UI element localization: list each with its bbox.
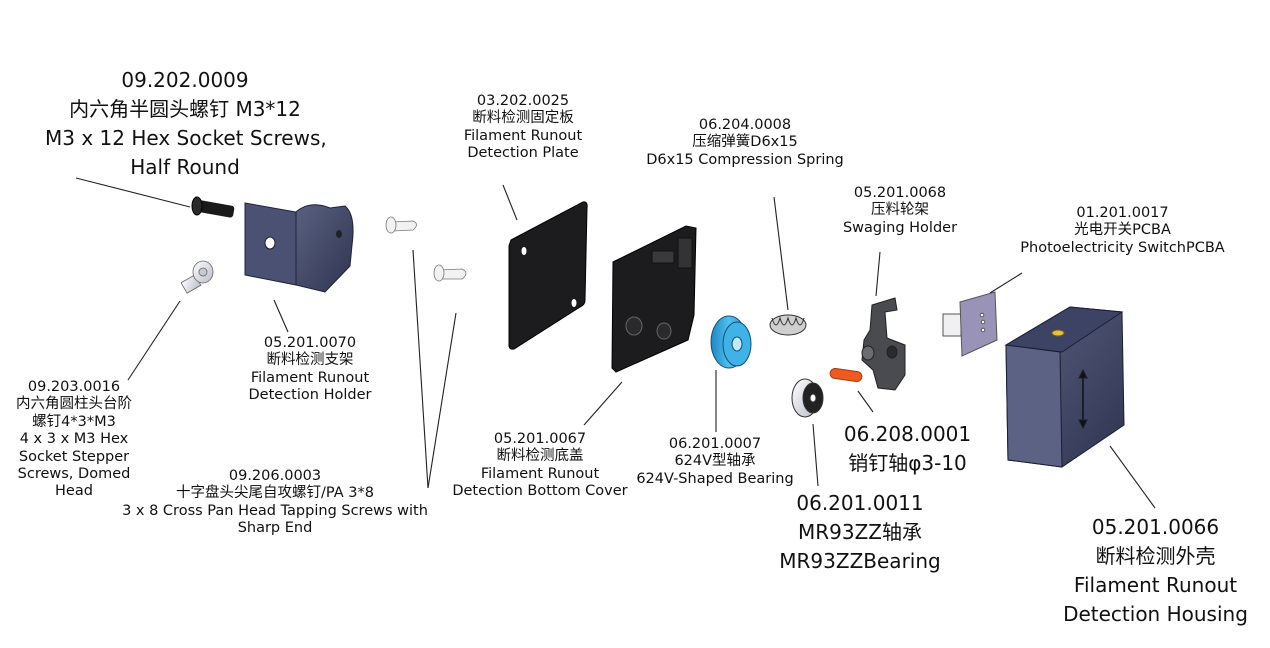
part-code: 06.201.0007 <box>668 436 762 452</box>
leader-pcba <box>989 272 1023 294</box>
label-housing: 05.201.0066 断料检测外壳 Filament Runout Detec… <box>1058 513 1253 629</box>
label-pin: 06.208.0001 销钉轴φ3-10 <box>830 420 985 478</box>
part-code: 06.201.0011 <box>796 491 924 515</box>
leader-pin <box>857 390 874 413</box>
part-name-en: Sharp End <box>237 520 313 537</box>
part-code: 06.204.0008 <box>698 117 792 133</box>
part-name-cn: 螺钉4*3*M3 <box>32 413 116 430</box>
leader-holder <box>273 299 289 333</box>
swaging-holder-part <box>861 297 906 391</box>
plate-part <box>508 201 588 350</box>
part-name-cn: 624V型轴承 <box>674 453 756 470</box>
part-name-cn: MR93ZZ轴承 <box>797 520 922 544</box>
pin-part <box>829 367 863 383</box>
label-mr93zz: 06.201.0011 MR93ZZ轴承 MR93ZZBearing <box>775 489 945 576</box>
mr93zz-part <box>791 378 824 418</box>
part-name-en: M3 x 12 Hex Socket Screws, <box>45 126 327 150</box>
pcba-part <box>942 291 998 357</box>
part-name-en: 624V-Shaped Bearing <box>636 470 794 487</box>
part-name-en: 3 x 8 Cross Pan Head Tapping Screws with <box>122 502 428 519</box>
holder-part <box>244 202 354 293</box>
part-name-cn: 断料检测外壳 <box>1095 544 1216 568</box>
leader-housing <box>1109 445 1156 509</box>
part-code: 09.206.0003 <box>228 468 322 484</box>
part-name-en: Filament Runout <box>250 369 370 386</box>
part-name-en: Swaging Holder <box>842 219 958 236</box>
housing-part <box>1004 306 1125 468</box>
label-screw-m3x12: 09.202.0009 内六角半圆头螺钉 M3*12 M3 x 12 Hex S… <box>45 66 327 182</box>
part-name-cn: 压缩弹簧D6x15 <box>692 134 798 151</box>
part-code: 05.201.0070 <box>263 335 357 351</box>
bottom-cover-part <box>611 225 697 373</box>
part-name-en: Detection Holder <box>248 387 372 404</box>
part-name-en: Socket Stepper <box>18 448 130 465</box>
part-name-en: Filament Runout <box>1073 573 1238 597</box>
spring-part <box>769 314 807 336</box>
part-name-cn: 内六角半圆头螺钉 M3*12 <box>69 97 301 121</box>
label-bottom-cover: 05.201.0067 断料检测底盖 Filament Runout Detec… <box>440 431 640 501</box>
part-name-cn: 断料检测支架 <box>266 352 354 369</box>
part-name-en: D6x15 Compression Spring <box>646 151 844 168</box>
part-code: 01.201.0017 <box>1076 205 1169 221</box>
part-name-en: Half Round <box>130 155 240 179</box>
leader-spring <box>773 196 789 311</box>
part-code: 06.208.0001 <box>843 422 972 446</box>
label-v-bearing: 06.201.0007 624V型轴承 624V-Shaped Bearing <box>625 436 805 488</box>
part-name-cn: 断料检测底盖 <box>496 448 584 465</box>
label-swaging-holder: 05.201.0068 压料轮架 Swaging Holder <box>830 185 970 237</box>
label-pcba: 01.201.0017 光电开关PCBA Photoelectricity Sw… <box>1005 205 1240 257</box>
part-code: 09.203.0016 <box>27 379 121 395</box>
leader-bottom-cover <box>583 381 623 426</box>
tapping-screw-part-b <box>433 264 467 282</box>
leader-stepper-screw <box>127 300 181 381</box>
part-name-en: Filament Runout <box>480 465 600 482</box>
part-name-cn: 压料轮架 <box>871 202 929 219</box>
part-code: 05.201.0067 <box>493 431 587 447</box>
part-name-cn: 十字盘头尖尾自攻螺钉/PA 3*8 <box>176 485 374 502</box>
part-name-en: Head <box>55 483 93 500</box>
stepper-screw-part <box>180 260 214 294</box>
tapping-screw-part-a <box>385 216 417 234</box>
label-tapping-screw: 09.206.0003 十字盘头尖尾自攻螺钉/PA 3*8 3 x 8 Cros… <box>110 468 440 538</box>
part-name-cn: 光电开关PCBA <box>1074 222 1171 239</box>
leader-plate <box>502 184 518 221</box>
part-code: 09.202.0009 <box>121 68 249 92</box>
part-code: 05.201.0068 <box>853 185 947 201</box>
part-name-en: Detection Bottom Cover <box>452 483 628 500</box>
part-name-en: Photoelectricity SwitchPCBA <box>1020 239 1225 256</box>
part-code: 03.202.0025 <box>476 93 570 109</box>
leader-tapping-screw-b <box>427 312 457 489</box>
label-plate: 03.202.0025 断料检测固定板 Filament Runout Dete… <box>448 93 598 163</box>
part-name-en: 4 x 3 x M3 Hex <box>19 431 129 448</box>
part-code: 05.201.0066 <box>1091 515 1220 539</box>
screw-m3x12-part <box>191 196 235 218</box>
v-bearing-part <box>710 315 752 369</box>
part-name-cn: 销钉轴φ3-10 <box>848 451 967 475</box>
part-name-cn: 断料检测固定板 <box>472 110 574 127</box>
part-name-en: Screws, Domed <box>17 465 131 482</box>
part-name-en: Filament Runout <box>463 127 583 144</box>
label-spring: 06.204.0008 压缩弹簧D6x15 D6x15 Compression … <box>630 117 860 169</box>
part-name-cn: 内六角圆柱头台阶 <box>16 396 132 413</box>
part-name-en: MR93ZZBearing <box>779 549 941 573</box>
label-stepper-screw: 09.203.0016 内六角圆柱头台阶 螺钉4*3*M3 4 x 3 x M3… <box>0 379 148 501</box>
part-name-en: Detection Housing <box>1063 602 1248 626</box>
part-name-en: Detection Plate <box>467 145 579 162</box>
leader-screw-m3x12 <box>75 177 191 208</box>
leader-tapping-screw-a <box>412 249 429 489</box>
leader-swaging-holder <box>875 251 881 297</box>
leader-mr93zz <box>812 423 819 487</box>
leader-lines <box>75 177 1156 509</box>
label-holder: 05.201.0070 断料检测支架 Filament Runout Detec… <box>235 335 385 405</box>
